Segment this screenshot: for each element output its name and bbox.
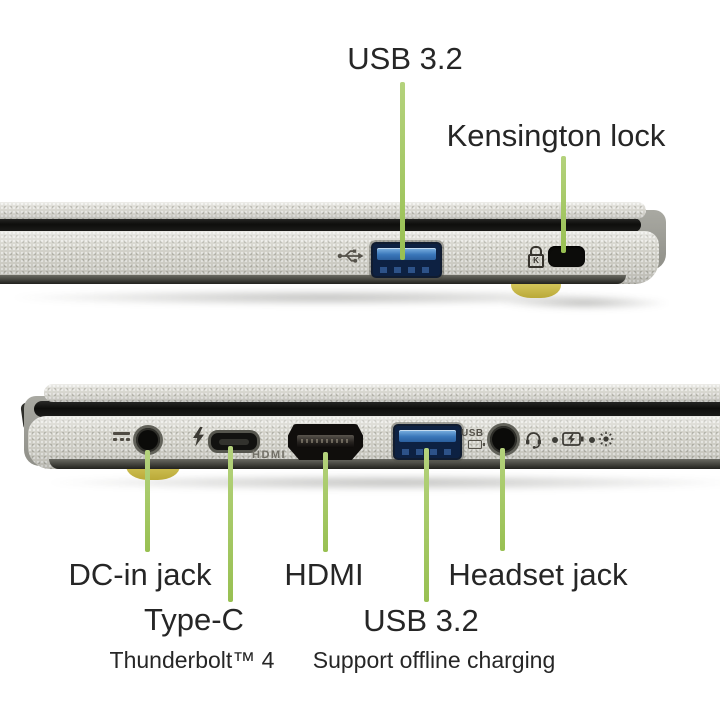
callout-label-dc-in: DC-in jack	[68, 557, 212, 592]
laptop-lid-edge	[0, 202, 646, 219]
callout-line-hdmi	[323, 452, 328, 552]
callout-sublabel-thunderbolt: Thunderbolt™ 4	[109, 647, 275, 673]
thunderbolt-icon	[192, 427, 205, 452]
callout-label-type-c: Type-C	[144, 602, 244, 637]
callout-line-dc-in	[145, 450, 150, 552]
hdmi-engraved-label: HDMI	[252, 449, 287, 461]
battery-charging-icon	[562, 432, 584, 451]
laptop-shadow-right	[500, 296, 670, 310]
dc-power-icon	[113, 432, 130, 441]
callout-label-usb32: USB 3.2	[363, 603, 479, 638]
battery-icon	[468, 440, 485, 449]
callout-label-hdmi: HDMI	[284, 557, 364, 592]
hdmi-slot	[297, 435, 354, 448]
usb-c-port	[208, 430, 260, 453]
laptop-shadow	[8, 289, 644, 306]
kensington-lock-slot	[548, 246, 585, 267]
usb-port-pins	[380, 267, 433, 273]
callout-label-kensington: Kensington lock	[446, 118, 666, 153]
callout-line-usb	[424, 448, 429, 602]
laptop-underside-edge	[48, 459, 720, 469]
laptop-underside-edge	[0, 275, 627, 284]
kensington-lock-icon: K	[528, 246, 544, 268]
callout-line-kensington	[561, 156, 566, 253]
callout-line-usb	[400, 82, 405, 260]
callout-sublabel-offline-charging: Support offline charging	[312, 647, 556, 673]
usb-a-port	[371, 242, 442, 278]
led-indicator	[589, 437, 595, 443]
lid-base-seam	[0, 218, 641, 232]
lid-base-seam	[34, 401, 720, 417]
laptop-base-edge	[28, 416, 720, 469]
usb-port-tongue	[399, 430, 456, 442]
led-indicator	[552, 437, 558, 443]
headset-icon	[524, 430, 543, 454]
dc-in-jack-port	[136, 428, 160, 452]
callout-line-type-c	[228, 446, 233, 602]
callout-label-headset: Headset jack	[448, 557, 628, 592]
usb-c-slot	[219, 438, 249, 445]
callout-label-usb: USB 3.2	[347, 41, 463, 76]
usb-charging-engraving: USB	[461, 429, 485, 449]
usb-port-tongue	[377, 248, 436, 260]
laptop-shadow	[44, 474, 720, 491]
power-indicator-icon	[598, 431, 614, 452]
hdmi-pins	[301, 439, 350, 443]
laptop-lid-edge	[44, 384, 720, 402]
usb-trident-icon	[337, 246, 364, 270]
callout-line-headset	[500, 448, 505, 551]
